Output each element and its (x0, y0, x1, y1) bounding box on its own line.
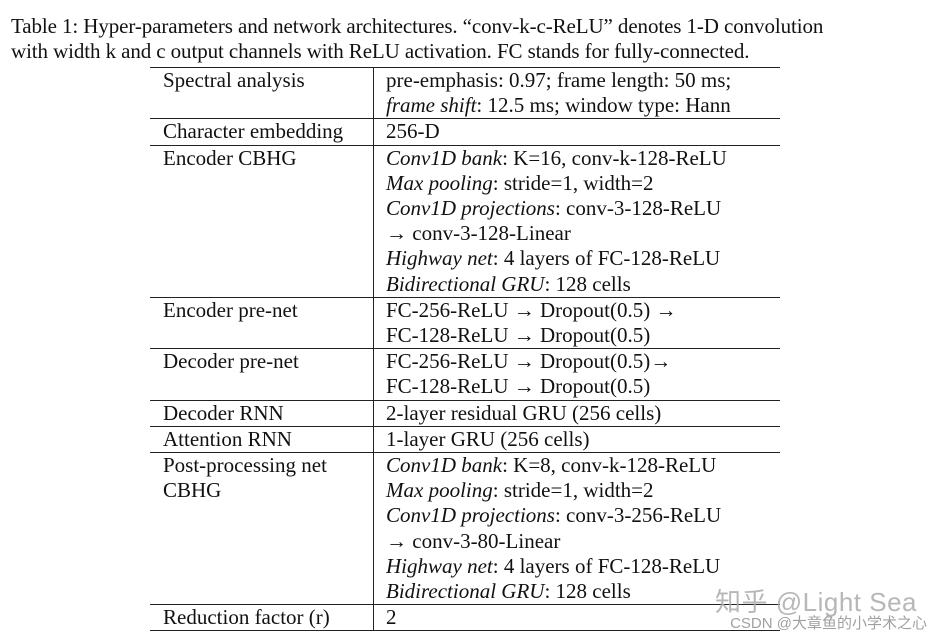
param-value-cell: pre-emphasis: 0.97; frame length: 50 ms;… (373, 66, 780, 119)
param-value-line: Highway net: 4 layers of FC-128-ReLU (386, 553, 721, 578)
param-value-line: Max pooling: stride=1, width=2 (386, 170, 654, 195)
table-row: Decoder pre-net FC-256-ReLU → Dropout(0.5… (150, 348, 780, 401)
param-value-line: Conv1D bank: K=8, conv-k-128-ReLU (386, 453, 717, 478)
param-value-line: Highway net: 4 layers of FC-128-ReLU (386, 246, 721, 271)
param-value-cell: FC-256-ReLU → Dropout(0.5) →FC-128-ReLU … (373, 296, 780, 349)
param-name-cell: Decoder RNN (150, 399, 374, 427)
param-name-line: Spectral analysis (163, 68, 305, 92)
param-name-line: Encoder pre-net (163, 297, 298, 322)
param-name-cell: Spectral analysis (150, 66, 374, 119)
table-body: Spectral analysis pre-emphasis: 0.97; fra… (150, 66, 780, 632)
param-name-cell: Decoder pre-net (150, 348, 374, 401)
table-row: Encoder pre-net FC-256-ReLU → Dropout(0.5… (150, 296, 780, 349)
param-name-line: Post-processing net (163, 453, 327, 478)
param-name-line: Character embedding (163, 119, 344, 144)
param-value-cell: 1-layer GRU (256 cells) (373, 425, 780, 453)
param-value-line: frame shift: 12.5 ms; window type: Hann (386, 93, 731, 118)
param-name-line: CBHG (163, 478, 222, 503)
param-value-line: 2-layer residual GRU (256 cells) (386, 400, 662, 425)
param-value-line: 1-layer GRU (256 cells) (386, 426, 590, 451)
param-value-cell: 2-layer residual GRU (256 cells) (373, 399, 780, 427)
table-caption: Table 1: Hyper-parameters and network ar… (11, 14, 926, 64)
param-value-line: Conv1D bank: K=16, conv-k-128-ReLU (386, 145, 727, 170)
param-value-line: Bidirectional GRU: 128 cells (386, 579, 631, 604)
table-row: Character embedding 256-D (150, 118, 780, 146)
param-name-cell: Attention RNN (150, 425, 374, 453)
param-value-cell: 256-D (373, 118, 780, 146)
param-value-line: FC-256-ReLU → Dropout(0.5)→ (386, 349, 672, 374)
param-name-line: Encoder CBHG (163, 145, 297, 170)
param-name-cell: Encoder pre-net (150, 296, 374, 349)
param-name-line: Decoder RNN (163, 400, 284, 425)
param-value-line: Conv1D projections: conv-3-256-ReLU (386, 503, 722, 528)
param-name-cell: Reduction factor (r) (150, 604, 374, 632)
param-value-line: 256-D (386, 119, 440, 144)
caption-line-1: Table 1: Hyper-parameters and network ar… (11, 14, 824, 38)
zhihu-watermark: 知乎 @Light Sea (715, 587, 917, 617)
param-value-line: FC-256-ReLU → Dropout(0.5) → (386, 297, 677, 322)
param-name-line: Reduction factor (r) (163, 605, 330, 630)
param-value-line: Bidirectional GRU: 128 cells (386, 271, 631, 296)
csdn-watermark: CSDN @大章鱼的小学术之心 (730, 615, 927, 632)
table-row: Reduction factor (r) 2 (150, 604, 780, 632)
param-name-line: Decoder pre-net (163, 349, 299, 374)
param-value-line: FC-128-ReLU → Dropout(0.5) (386, 323, 651, 348)
table-row: Attention RNN 1-layer GRU (256 cells) (150, 425, 780, 453)
param-name-cell: Encoder CBHG (150, 144, 374, 298)
table-row: Decoder RNN 2-layer residual GRU (256 cel… (150, 399, 780, 427)
param-value-line: pre-emphasis: 0.97; frame length: 50 ms; (386, 68, 732, 92)
hyperparameter-table: Spectral analysis pre-emphasis: 0.97; fra… (150, 66, 780, 632)
param-value-cell: FC-256-ReLU → Dropout(0.5)→FC-128-ReLU →… (373, 348, 780, 401)
param-value-line: → conv-3-128-Linear (386, 221, 571, 246)
table-row: Spectral analysis pre-emphasis: 0.97; fra… (150, 66, 780, 119)
param-value-line: FC-128-ReLU → Dropout(0.5) (386, 374, 651, 399)
param-value-line: Conv1D projections: conv-3-128-ReLU (386, 196, 722, 221)
table-row: Encoder CBHG Conv1D bank: K=16, conv-k-12… (150, 144, 780, 298)
param-value-cell: 2 (373, 604, 780, 632)
param-value-line: → conv-3-80-Linear (386, 528, 561, 553)
param-name-line: Attention RNN (163, 426, 292, 451)
caption-line-2: with width k and c output channels with … (11, 39, 750, 63)
param-value-line: 2 (386, 605, 397, 630)
param-value-line: Max pooling: stride=1, width=2 (386, 478, 654, 503)
param-name-cell: Character embedding (150, 118, 374, 146)
